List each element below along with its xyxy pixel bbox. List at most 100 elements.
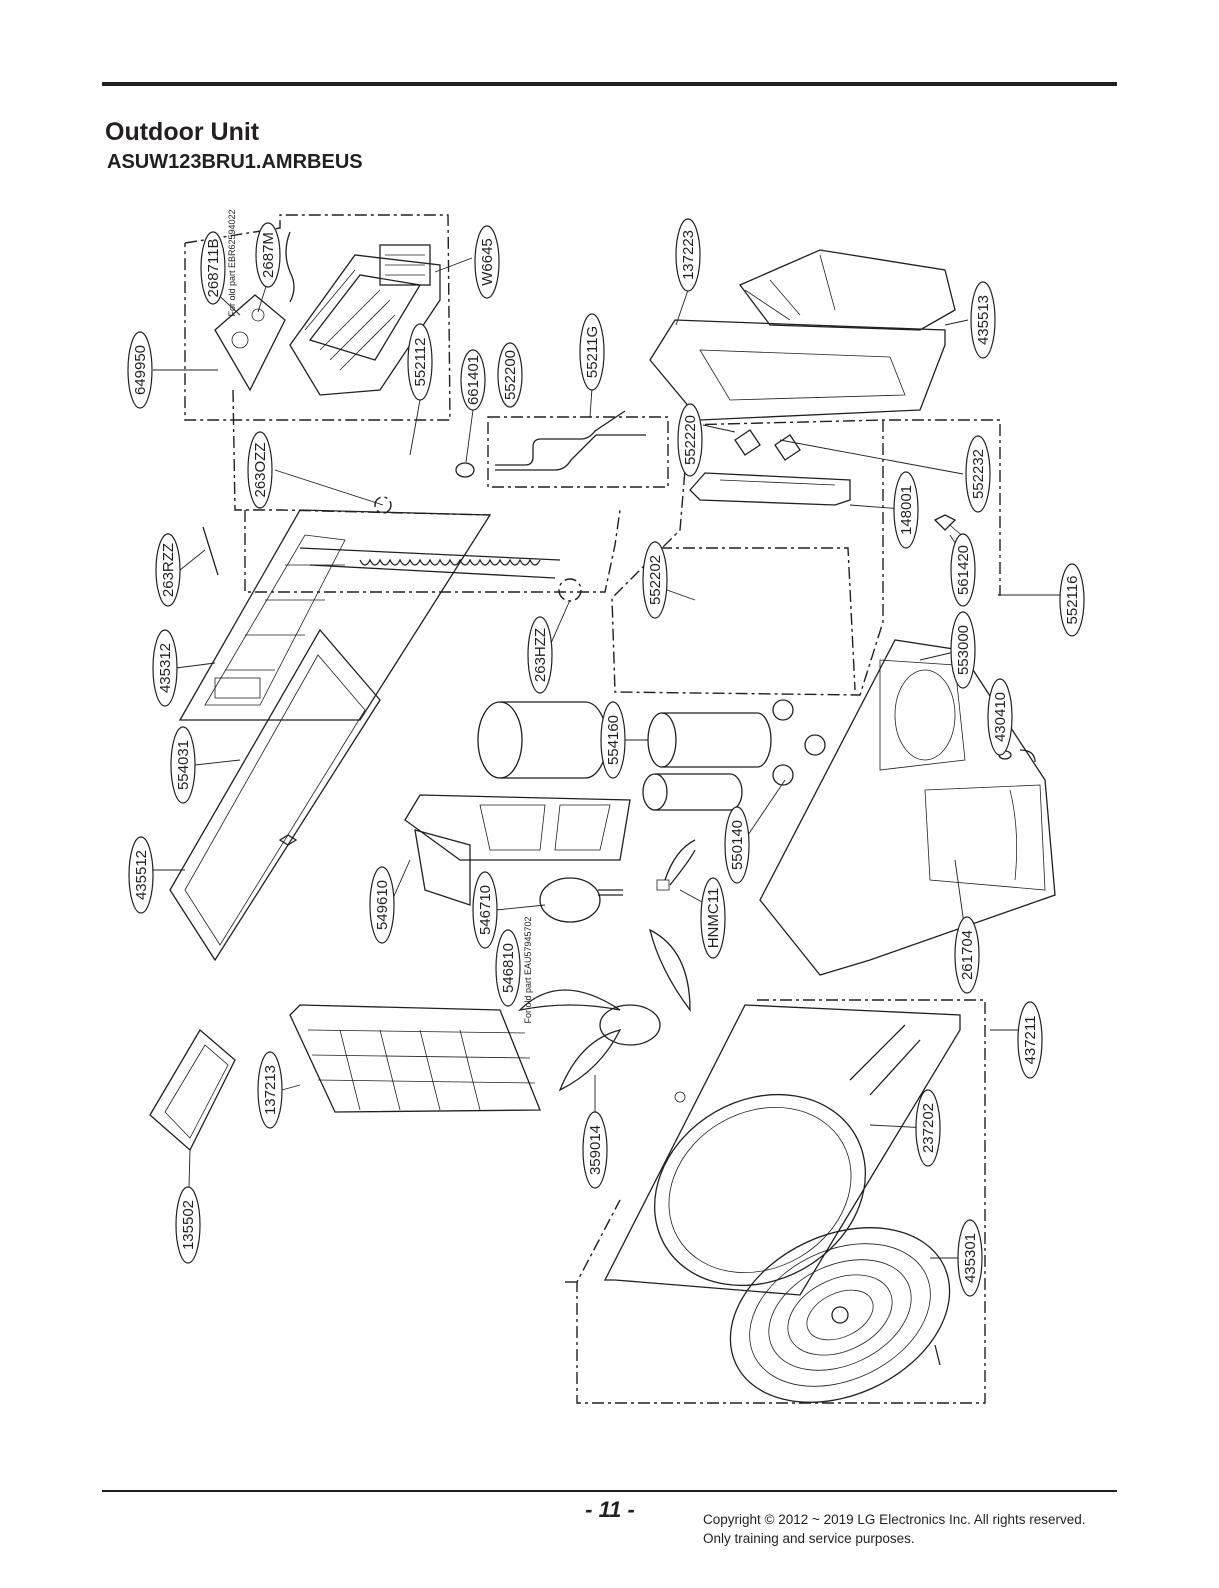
svg-text:For old part EBR62594022: For old part EBR62594022 bbox=[227, 209, 237, 316]
svg-text:135502: 135502 bbox=[180, 1200, 197, 1250]
part-callout: 437211 bbox=[1017, 1001, 1043, 1079]
control-box-assembly bbox=[214, 231, 441, 396]
svg-text:HNMC11: HNMC11 bbox=[705, 888, 722, 949]
svg-text:263RZZ: 263RZZ bbox=[160, 543, 177, 597]
page-title: Outdoor Unit bbox=[105, 118, 260, 146]
svg-text:2687M: 2687M bbox=[260, 232, 277, 278]
svg-text:237202: 237202 bbox=[920, 1103, 937, 1153]
motor-mount bbox=[404, 794, 631, 923]
part-callout: 554160 bbox=[600, 701, 626, 779]
svg-text:552232: 552232 bbox=[970, 449, 987, 499]
part-callout: 661401 bbox=[460, 349, 486, 411]
svg-text:553000: 553000 bbox=[955, 625, 972, 675]
compressor-assembly bbox=[477, 699, 826, 811]
model-number: ASUW123BRU1.AMRBEUS bbox=[107, 151, 363, 173]
part-callout: 552200 bbox=[497, 342, 523, 408]
part-callout: 430410 bbox=[987, 678, 1013, 756]
part-callout: W6645 bbox=[474, 225, 500, 299]
part-callout: 552112 bbox=[407, 323, 433, 401]
svg-text:549610: 549610 bbox=[374, 880, 391, 930]
svg-text:554031: 554031 bbox=[175, 740, 192, 790]
group-boundaries bbox=[184, 214, 1001, 1404]
svg-text:435312: 435312 bbox=[157, 643, 174, 693]
svg-text:55211G: 55211G bbox=[584, 326, 601, 378]
svg-text:552112: 552112 bbox=[412, 338, 429, 387]
svg-text:430410: 430410 bbox=[992, 692, 1009, 742]
svg-text:268711B: 268711B bbox=[205, 239, 222, 298]
svg-text:For old part EAU57945702: For old part EAU57945702 bbox=[523, 916, 533, 1023]
part-callout: 552220 bbox=[677, 403, 703, 477]
top-cover bbox=[649, 249, 956, 421]
grille-frame bbox=[149, 1004, 541, 1152]
svg-text:359014: 359014 bbox=[587, 1125, 604, 1175]
svg-text:552220: 552220 bbox=[682, 415, 699, 465]
part-callout: 546810 bbox=[495, 929, 521, 1007]
rear-plate bbox=[759, 639, 1056, 976]
svg-text:552202: 552202 bbox=[647, 555, 664, 605]
svg-text:263HZZ: 263HZZ bbox=[532, 628, 549, 682]
svg-text:546710: 546710 bbox=[477, 885, 494, 935]
wire-harness bbox=[656, 514, 971, 891]
part-callout: 552116 bbox=[1059, 563, 1085, 637]
svg-text:437211: 437211 bbox=[1022, 1016, 1039, 1065]
valves-and-tubing bbox=[455, 410, 851, 506]
condenser-coil bbox=[178, 496, 582, 721]
fan-blade bbox=[518, 928, 691, 1103]
part-callout: 549610 bbox=[369, 866, 395, 944]
part-callout: 263HZZ bbox=[527, 616, 553, 694]
svg-text:661401: 661401 bbox=[465, 355, 482, 405]
part-callout: 435312 bbox=[152, 629, 178, 707]
svg-text:W6645: W6645 bbox=[479, 238, 496, 286]
svg-text:550140: 550140 bbox=[729, 820, 746, 870]
part-callout: 546710 bbox=[472, 871, 498, 949]
part-callout: 55211G bbox=[579, 313, 605, 391]
svg-text:554160: 554160 bbox=[605, 715, 622, 765]
copyright-line: Copyright © 2012 ~ 2019 LG Electronics I… bbox=[703, 1512, 1086, 1527]
header-rule bbox=[102, 82, 1117, 86]
footer-rule bbox=[102, 1490, 1117, 1492]
svg-text:546810: 546810 bbox=[500, 943, 517, 993]
part-callout: HNMC11 bbox=[700, 877, 726, 959]
svg-text:435512: 435512 bbox=[133, 850, 150, 900]
part-callouts: 268711B For old part EBR62594022 2687M W… bbox=[127, 209, 1085, 1297]
part-callout: 550140 bbox=[724, 806, 750, 884]
side-cabinet bbox=[603, 1004, 961, 1296]
part-callout-note: For old part EAU57945702 bbox=[523, 916, 533, 1023]
part-callout: 435301 bbox=[957, 1219, 983, 1297]
part-callout: 552232 bbox=[965, 435, 991, 513]
copyright-notice: Copyright © 2012 ~ 2019 LG Electronics I… bbox=[703, 1510, 1086, 1548]
part-callout: 435513 bbox=[970, 281, 996, 359]
part-callout: 435512 bbox=[128, 836, 154, 914]
part-callout: 263OZZ bbox=[247, 431, 273, 509]
part-callout: 359014 bbox=[582, 1111, 608, 1189]
svg-text:561420: 561420 bbox=[955, 545, 972, 595]
svg-text:263OZZ: 263OZZ bbox=[252, 442, 269, 497]
svg-text:137223: 137223 bbox=[680, 230, 697, 280]
front-panel bbox=[169, 628, 381, 962]
part-callout: 649950 bbox=[127, 331, 153, 409]
part-callout: 135502 bbox=[175, 1186, 201, 1264]
part-callout: 553000 bbox=[950, 611, 976, 689]
svg-text:649950: 649950 bbox=[132, 345, 149, 395]
part-callout: 148001 bbox=[893, 471, 919, 549]
part-callout: 268711B bbox=[200, 231, 226, 305]
fan-guard bbox=[729, 1227, 951, 1403]
svg-text:552116: 552116 bbox=[1064, 576, 1081, 625]
part-callout: 552202 bbox=[642, 541, 668, 619]
part-callout: 261704 bbox=[954, 916, 980, 994]
svg-text:137213: 137213 bbox=[262, 1065, 279, 1115]
part-callout: 137213 bbox=[257, 1051, 283, 1129]
svg-text:261704: 261704 bbox=[959, 930, 976, 980]
page-number: - 11 - bbox=[585, 1497, 635, 1522]
svg-text:435301: 435301 bbox=[962, 1233, 979, 1283]
svg-text:148001: 148001 bbox=[898, 485, 915, 535]
svg-text:435513: 435513 bbox=[975, 295, 992, 345]
part-callout: 2687M bbox=[255, 222, 281, 288]
part-callout: 237202 bbox=[915, 1089, 941, 1167]
part-callout-note: For old part EBR62594022 bbox=[227, 209, 237, 316]
part-callout: 137223 bbox=[675, 218, 701, 292]
part-callout: 554031 bbox=[170, 726, 196, 804]
copyright-line: Only training and service purposes. bbox=[703, 1531, 915, 1546]
part-callout: 263RZZ bbox=[155, 533, 181, 607]
